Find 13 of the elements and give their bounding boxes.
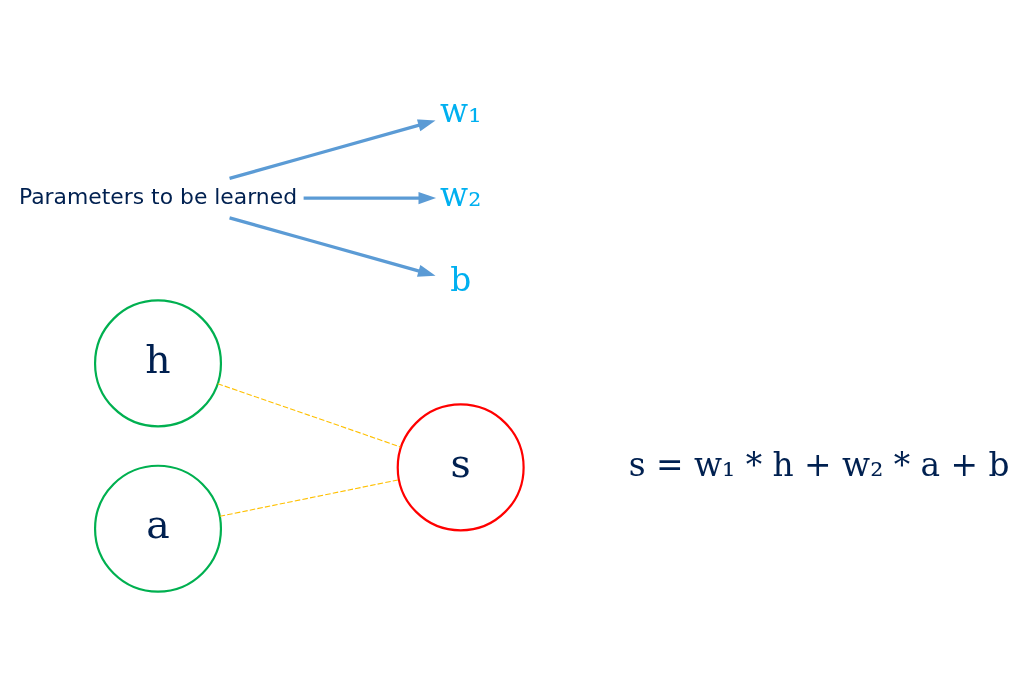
node-text: w₂ xyxy=(440,175,482,214)
node-text: w₁ xyxy=(440,91,482,130)
node-circle: a xyxy=(93,464,223,593)
label: s = w₁ * h + w₂ * a + b xyxy=(628,445,1010,484)
node-text: b xyxy=(450,260,472,299)
connector xyxy=(219,478,400,517)
arrow xyxy=(229,215,436,277)
node-circle: h xyxy=(93,298,223,427)
connector xyxy=(217,382,402,447)
node-text: Parameters to be learned xyxy=(18,183,298,209)
node-circle: s xyxy=(396,402,525,531)
arrow xyxy=(229,118,436,180)
arrow xyxy=(303,191,437,204)
